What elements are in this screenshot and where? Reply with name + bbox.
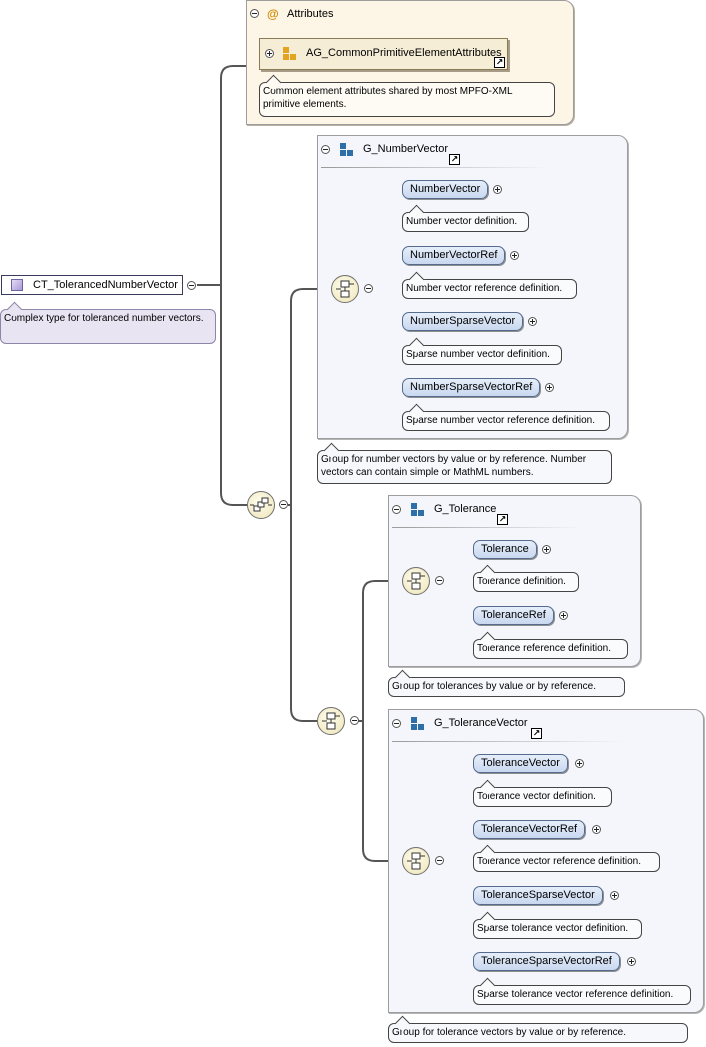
- attribute-group-name: AG_CommonPrimitiveElementAttributes: [306, 47, 502, 59]
- collapse-icon[interactable]: [435, 576, 444, 585]
- model-group-icon: [411, 503, 425, 517]
- g-tolerancevector-title: G_ToleranceVector: [434, 717, 528, 729]
- element-numbersparsevectorref[interactable]: NumberSparseVectorRef: [402, 378, 541, 397]
- divider: [392, 741, 624, 742]
- choice-compositor-icon[interactable]: [402, 567, 430, 595]
- complex-type-box[interactable]: CT_TolerancedNumberVector: [1, 275, 183, 295]
- expand-icon[interactable]: [545, 383, 554, 392]
- jump-to-definition-icon[interactable]: ↗: [497, 514, 508, 525]
- collapse-icon[interactable]: [392, 505, 401, 514]
- model-group-icon: [411, 717, 425, 731]
- attribute-group-box[interactable]: AG_CommonPrimitiveElementAttributes ↗: [259, 38, 508, 70]
- complex-type-doc: Complex type for toleranced number vecto…: [0, 309, 216, 344]
- attributes-title: Attributes: [287, 8, 334, 20]
- collapse-icon[interactable]: [350, 716, 359, 725]
- element-doc: Number vector reference definition.: [402, 279, 577, 299]
- g-tolerance-title: G_Tolerance: [434, 503, 497, 515]
- collapse-icon[interactable]: [392, 719, 401, 728]
- element-tolerancesparsevector[interactable]: ToleranceSparseVector: [473, 886, 603, 905]
- choice-compositor-icon[interactable]: [331, 275, 359, 303]
- expand-icon[interactable]: [265, 49, 274, 58]
- element-numbersparsevector[interactable]: NumberSparseVector: [402, 312, 524, 331]
- expand-icon[interactable]: [627, 957, 636, 966]
- attribute-group-icon: [283, 47, 297, 61]
- g-numbervector-doc: Group for number vectors by value or by …: [317, 450, 612, 484]
- jump-to-definition-icon[interactable]: ↗: [531, 728, 542, 739]
- complex-type-icon: [11, 279, 23, 291]
- expand-icon[interactable]: [542, 545, 551, 554]
- expand-icon[interactable]: [575, 759, 584, 768]
- element-doc: Tolerance reference definition.: [473, 639, 628, 659]
- collapse-icon[interactable]: [250, 9, 259, 18]
- element-tolerancevectorref[interactable]: ToleranceVectorRef: [473, 820, 585, 839]
- complex-type-name: CT_TolerancedNumberVector: [33, 279, 178, 291]
- sequence-compositor-icon[interactable]: [247, 491, 275, 519]
- jump-to-definition-icon[interactable]: ↗: [449, 154, 460, 165]
- expand-icon[interactable]: [528, 317, 537, 326]
- expand-icon[interactable]: [610, 891, 619, 900]
- collapse-icon[interactable]: [321, 145, 330, 154]
- g-tolerancevector-doc: Group for tolerance vectors by value or …: [388, 1023, 688, 1043]
- at-icon: @: [267, 7, 279, 21]
- collapse-icon[interactable]: [187, 281, 196, 290]
- element-tolerancesparsevectorref[interactable]: ToleranceSparseVectorRef: [473, 952, 620, 971]
- element-toleranceref[interactable]: ToleranceRef: [473, 606, 554, 625]
- element-numbervector[interactable]: NumberVector: [402, 180, 489, 199]
- element-doc: Tolerance vector definition.: [473, 787, 612, 807]
- g-tolerance-doc: Group for tolerances by value or by refe…: [388, 677, 625, 697]
- element-numbervectorref[interactable]: NumberVectorRef: [402, 246, 506, 265]
- collapse-icon[interactable]: [279, 500, 288, 509]
- g-numbervector-title: G_NumberVector: [363, 143, 448, 155]
- expand-icon[interactable]: [493, 185, 502, 194]
- element-tolerancevector[interactable]: ToleranceVector: [473, 754, 568, 773]
- element-tolerance[interactable]: Tolerance: [473, 540, 537, 559]
- expand-icon[interactable]: [592, 825, 601, 834]
- element-doc: Sparse tolerance vector reference defini…: [473, 985, 691, 1005]
- element-doc: Sparse number vector definition.: [402, 345, 562, 365]
- collapse-icon[interactable]: [364, 284, 373, 293]
- element-doc: Tolerance definition.: [473, 572, 579, 592]
- element-doc: Sparse tolerance vector definition.: [473, 919, 642, 939]
- divider: [392, 527, 582, 528]
- expand-icon[interactable]: [559, 611, 568, 620]
- attributes-doc: Common element attributes shared by most…: [259, 82, 555, 117]
- jump-to-definition-icon[interactable]: ↗: [494, 57, 505, 68]
- element-doc: Tolerance vector reference definition.: [473, 852, 660, 872]
- divider: [321, 167, 551, 168]
- choice-compositor-icon[interactable]: [402, 847, 430, 875]
- choice-compositor-icon[interactable]: [317, 707, 345, 735]
- expand-icon[interactable]: [510, 251, 519, 260]
- element-doc: Sparse number vector reference definitio…: [402, 411, 610, 431]
- collapse-icon[interactable]: [435, 856, 444, 865]
- element-doc: Number vector definition.: [402, 212, 529, 232]
- model-group-icon: [340, 143, 354, 157]
